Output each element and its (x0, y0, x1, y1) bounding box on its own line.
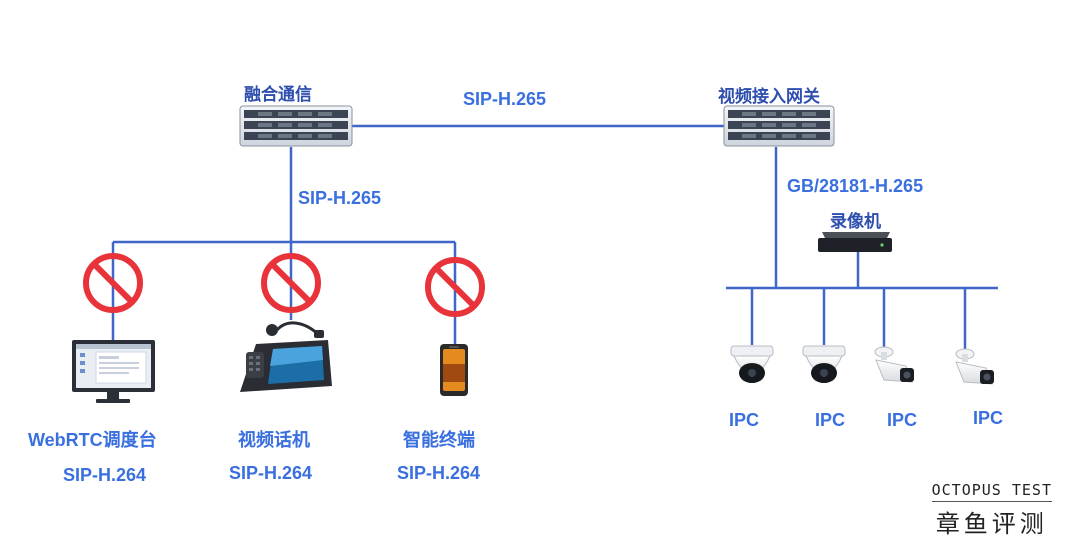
link-label-fusion-down: SIP-H.265 (298, 188, 382, 208)
link-label-gateway-down: GB/28181-H.265 (787, 176, 924, 196)
ipc-label: IPC (973, 408, 1004, 428)
ipc-label: IPC (729, 410, 760, 430)
blocked-icon-videophone (261, 253, 321, 313)
ipc-label: IPC (815, 410, 846, 430)
videophone-protocol: SIP-H.264 (229, 463, 313, 483)
blocked-icons (83, 253, 485, 317)
fusion-server-label: 融合通信 (244, 85, 312, 104)
terminal-protocol: SIP-H.264 (397, 463, 481, 483)
watermark-en: OCTOPUS TEST (931, 481, 1052, 502)
videophone-label: 视频话机 (238, 430, 310, 450)
fusion-server-icon (239, 105, 353, 147)
link-label-fusion-gateway: SIP-H.265 (463, 89, 547, 109)
monitor-icon (72, 340, 155, 403)
ipc-label: IPC (887, 410, 918, 430)
smart-terminal-icon (440, 344, 468, 396)
dome-camera-icon (802, 345, 846, 383)
gateway-server-icon (723, 105, 835, 147)
blocked-icon-webrtc (83, 253, 143, 313)
dome-camera-icon (730, 345, 774, 383)
webrtc-label: WebRTC调度台 (28, 430, 157, 450)
watermark: OCTOPUS TEST 章鱼评测 (931, 481, 1052, 539)
bullet-camera-icon (955, 348, 994, 385)
blocked-icon-terminal (425, 257, 485, 317)
terminal-label: 智能终端 (403, 430, 475, 450)
video-phone-icon (240, 321, 332, 392)
watermark-cn: 章鱼评测 (935, 510, 1048, 538)
gateway-label: 视频接入网关 (718, 87, 820, 106)
recorder-label: 录像机 (830, 212, 881, 231)
recorder-icon (818, 232, 892, 252)
bullet-camera-icon (874, 346, 914, 383)
webrtc-protocol: SIP-H.264 (63, 465, 147, 485)
